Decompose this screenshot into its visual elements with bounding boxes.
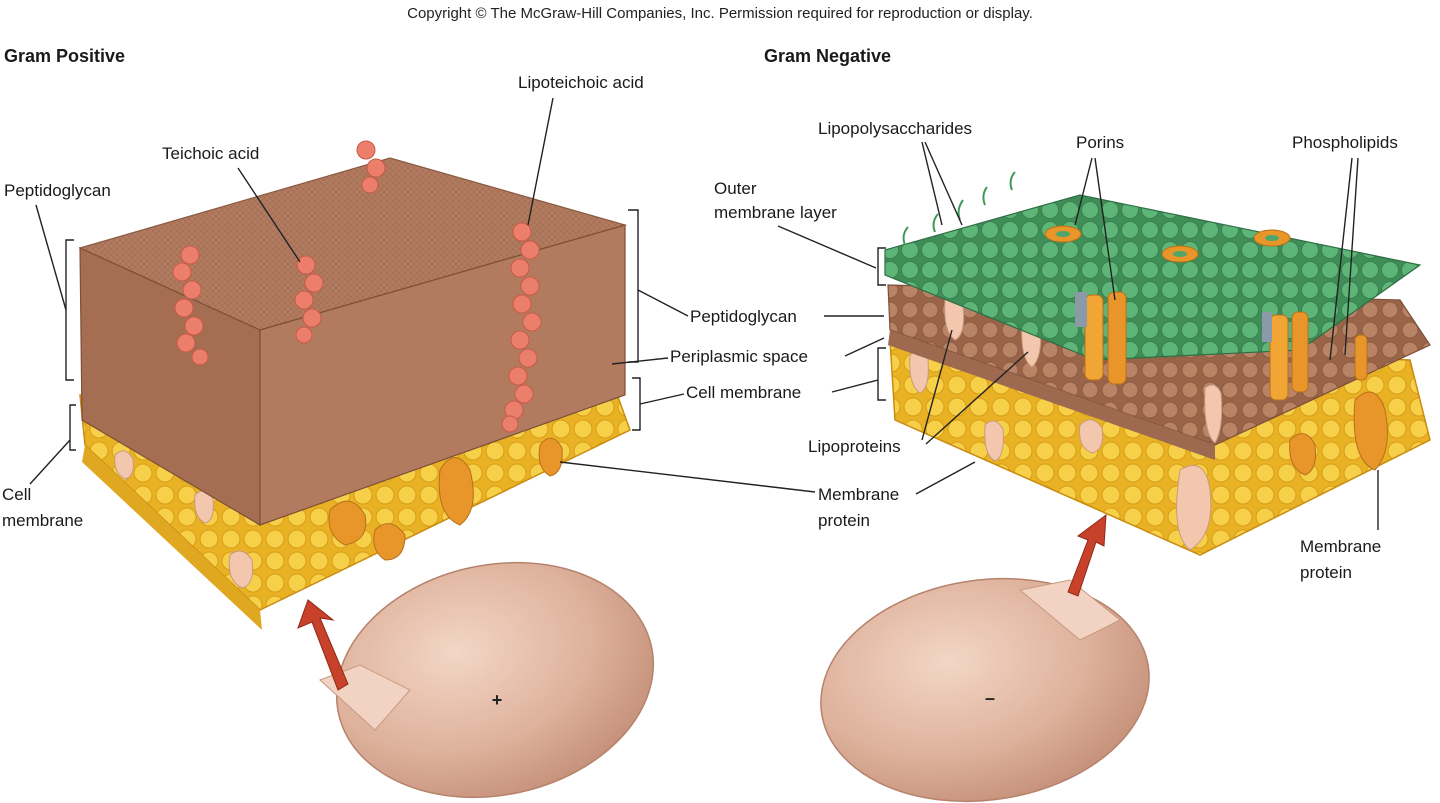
- gn-outer-membrane-leader: [777, 225, 877, 269]
- gram-negative-sign: –: [985, 688, 995, 708]
- copyright-notice: Copyright © The McGraw-Hill Companies, I…: [407, 5, 1033, 22]
- gp-peptidoglycan-label: Peptidoglycan: [4, 181, 111, 200]
- gram-positive-cell: +: [319, 561, 655, 799]
- gram-negative-cell: –: [820, 577, 1150, 803]
- peptidoglycan-leader-left: [637, 289, 689, 317]
- peptidoglycan-label: Peptidoglycan: [690, 307, 797, 326]
- periplasmic-leader-right: [844, 337, 885, 357]
- gp-zoom-arrow: [297, 599, 349, 691]
- gp-bracket-peptidoglycan: [65, 239, 74, 381]
- gn-membrane-protein-label-line1: Membrane: [1300, 537, 1381, 556]
- membrane-protein-leader-left: [559, 461, 816, 493]
- gp-bracket-membrane: [69, 404, 76, 451]
- gn-outer-membrane-label-line1: Outer: [714, 179, 757, 198]
- gn-phospholipids-leaders: [1329, 157, 1359, 361]
- gp-cell-membrane-leader: [29, 439, 71, 485]
- gn-lipoproteins-leaders: [921, 329, 1029, 445]
- periplasmic-leader-left: [611, 357, 669, 365]
- gp-teichoic-chains: [172, 140, 542, 433]
- gram-positive-title: Gram Positive: [4, 46, 125, 66]
- cell-membrane-leader-left: [639, 393, 685, 405]
- gp-bracket-right-membrane: [632, 377, 641, 431]
- gn-bracket-membrane: [877, 347, 886, 401]
- gn-outer-membrane-label-line2: membrane layer: [714, 203, 837, 222]
- gn-lipoproteins-label: Lipoproteins: [808, 437, 901, 456]
- gram-negative-title: Gram Negative: [764, 46, 891, 66]
- membrane-protein-leader-right: [915, 461, 976, 495]
- membrane-protein-label-line1: Membrane: [818, 485, 899, 504]
- gn-lps-leaders: [921, 141, 963, 226]
- gp-lipoteichoic-leader: [527, 97, 554, 226]
- gp-peptidoglycan-block: [78, 157, 628, 527]
- cell-membrane-leader-right: [831, 379, 879, 393]
- cell-membrane-label: Cell membrane: [686, 383, 801, 402]
- gn-bracket-outer: [877, 247, 886, 286]
- gp-peptidoglycan-leader: [35, 204, 67, 311]
- gp-teichoic-leader: [237, 167, 301, 263]
- gn-lipopolysaccharides-label: Lipopolysaccharides: [818, 119, 972, 138]
- gn-zoom-arrow: [1067, 513, 1107, 597]
- gram-positive-sign: +: [492, 690, 503, 710]
- gn-phospholipids-label: Phospholipids: [1292, 133, 1398, 152]
- gp-cell-label-line2: membrane: [2, 511, 83, 530]
- gn-porin-channels: [1075, 291, 1368, 401]
- membrane-protein-label-line2: protein: [818, 511, 870, 530]
- gn-porins-label: Porins: [1076, 133, 1124, 152]
- gp-teichoic-acid-label: Teichoic acid: [162, 144, 259, 163]
- gn-porins-leaders: [1074, 157, 1116, 301]
- periplasmic-space-label: Periplasmic space: [670, 347, 808, 366]
- gp-bracket-right-peptidoglycan: [628, 209, 639, 363]
- gp-cell-label-line1: Cell: [2, 485, 31, 504]
- gp-lipoteichoic-acid-label: Lipoteichoic acid: [518, 73, 644, 92]
- gn-membrane-protein-label-line2: protein: [1300, 563, 1352, 582]
